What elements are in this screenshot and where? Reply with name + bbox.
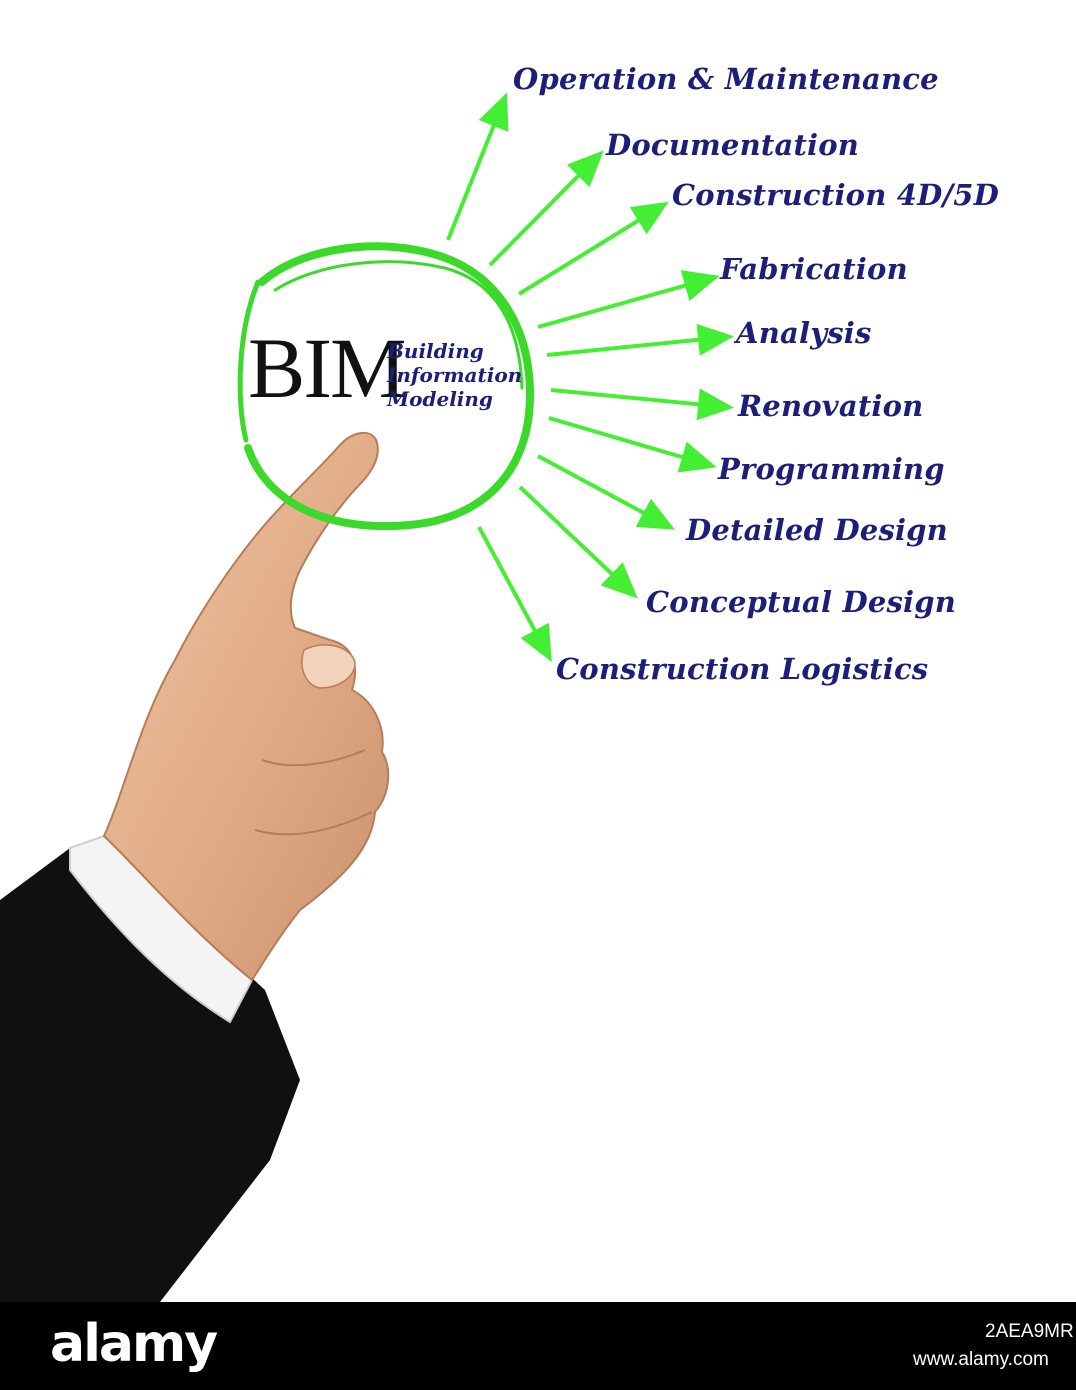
arrow-conceptual-design bbox=[518, 485, 638, 599]
thumb-nail bbox=[301, 644, 356, 689]
watermark-bar bbox=[0, 1302, 1076, 1390]
hand bbox=[102, 431, 390, 982]
image-id: 2AEA9MR bbox=[985, 1321, 1074, 1342]
arrow-construction-4d5d bbox=[517, 201, 669, 296]
pointing-hand-illustration bbox=[0, 431, 390, 1302]
label-conceptual-design: Conceptual Design bbox=[646, 585, 956, 619]
alamy-logo: alamy bbox=[50, 1314, 218, 1374]
label-documentation: Documentation bbox=[606, 128, 860, 162]
arrow-fabrication bbox=[537, 270, 720, 329]
arrow-detailed-design bbox=[537, 454, 676, 530]
arrow-analysis bbox=[546, 323, 734, 357]
bim-acronym: BIM bbox=[248, 320, 406, 416]
finger-crease bbox=[254, 749, 373, 836]
label-fabrication: Fabrication bbox=[720, 252, 908, 286]
bim-subtitle-building: Building bbox=[387, 339, 484, 363]
label-detailed-design: Detailed Design bbox=[686, 513, 948, 547]
arrow-construction-logistics bbox=[477, 526, 552, 663]
site-url: www.alamy.com bbox=[913, 1349, 1049, 1370]
arrow-renovation bbox=[550, 388, 734, 421]
bim-subtitle-information: Information bbox=[387, 363, 523, 387]
label-operation-maintenance: Operation & Maintenance bbox=[513, 62, 939, 96]
branch-arrows bbox=[446, 92, 734, 663]
label-construction-4d5d: Construction 4D/5D bbox=[672, 178, 1000, 212]
label-renovation: Renovation bbox=[738, 389, 924, 423]
label-analysis: Analysis bbox=[736, 316, 872, 350]
label-construction-logistics: Construction Logistics bbox=[556, 652, 929, 686]
bim-subtitle-modeling: Modeling bbox=[387, 387, 493, 411]
label-programming: Programming bbox=[718, 452, 945, 486]
arrow-operation-maintenance bbox=[446, 92, 509, 241]
arrow-documentation bbox=[488, 150, 604, 267]
bim-circle bbox=[237, 242, 535, 530]
arrow-programming bbox=[548, 416, 717, 473]
